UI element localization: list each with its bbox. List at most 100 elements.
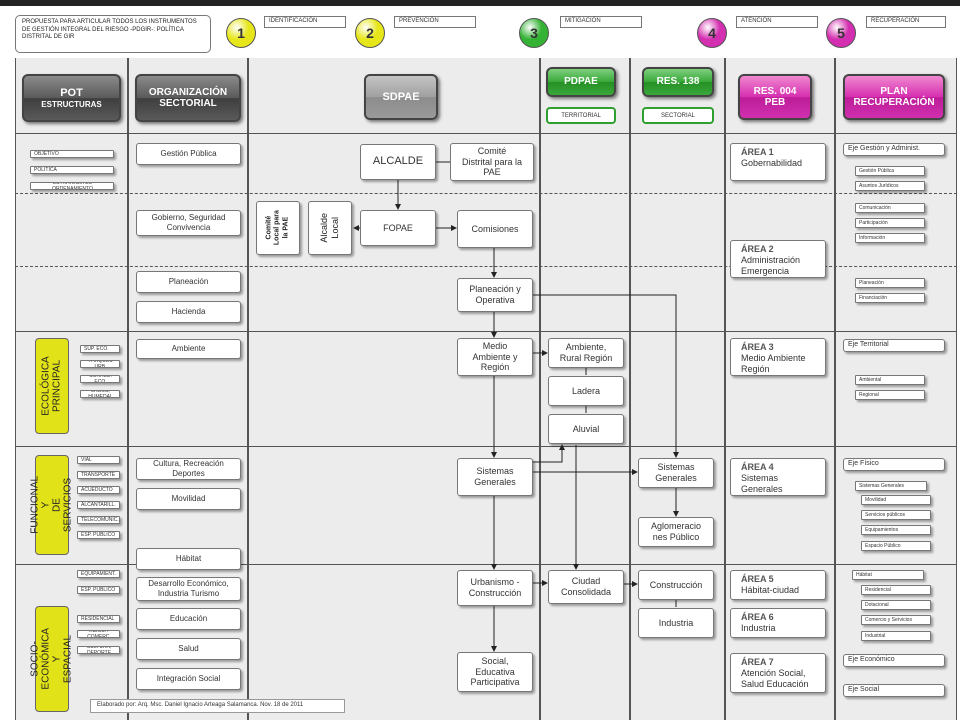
plan-fisico-item: Sistemas Generales [855,481,927,491]
org-box: Movilidad [136,488,241,510]
res138-construccion: Construcción [638,570,714,600]
pot-item: LAGOS, HUMEDAL [80,390,120,398]
pot-item: ESP. PÚBLICO [77,586,120,594]
proposal-note: PROPUESTA PARA ARTICULAR TODOS LOS INSTR… [15,15,211,53]
org-box: Salud [136,638,241,660]
phase-4-label: ATENCIÓN [736,16,818,28]
pot-item: TELECOMUNIC. [77,516,120,524]
area-text: Medio Ambiente Región [741,352,806,374]
phase-5-circle: 5 [826,18,856,48]
plan-gestion-item: Asuntos Jurídicos [855,181,925,191]
row-divider [15,564,957,565]
area-text: Gobernabilidad [741,157,803,168]
pot-item: VIAL [77,456,120,464]
sdpae-fopae: FOPAE [360,210,436,246]
org-box: Integración Social [136,668,241,690]
area-number: ÁREA 5 [741,574,774,584]
plan-fisico-item: Movilidad [861,495,931,505]
header-pot: POT ESTRUCTURAS [22,74,121,122]
phase-2-circle: 2 [355,18,385,48]
header-pdpae-sub: TERRITORIAL [546,107,616,124]
org-box: Hacienda [136,301,241,323]
pdpae-aluvial: Aluvial [548,414,624,444]
structure-socioeconomica-label: SOCIO- ECONÓMICA Y ESPACIAL [30,627,74,690]
org-box: Gobierno, Seguridad Convivencia [136,210,241,236]
sdpae-social: Social, Educativa Participativa [457,652,533,692]
area-text: Atención Social, Salud Educación [741,667,809,689]
phase-2-label: PREVENCIÓN [394,16,476,28]
plan-fisico-item: Dotacional [861,600,931,610]
org-box: Gestión Pública [136,143,241,165]
structure-socioeconomica: SOCIO- ECONÓMICA Y ESPACIAL [30,606,74,712]
area-number: ÁREA 3 [741,342,774,352]
sdpae-comisiones: Comisiones [457,210,533,248]
plan-gestion-item: Planeación [855,278,925,288]
pot-item: PARQUES URB. [80,360,120,368]
structure-ecologica: ECOLÓGICA PRINCIPAL [35,338,69,434]
res138-aglomeraciones: Aglomeracio nes Público [638,517,714,547]
sdpae-comite-local: Comité Local para la PAE [256,201,300,255]
pot-item: ESTRATEGIA DE ORDENAMIENTO [30,182,114,190]
header-plan-line2: RECUPERACIÓN [853,97,935,108]
structure-funcional-label: FUNCIONAL Y DE SERVICIOS [30,475,75,534]
plan-eje-territorial: Eje Territorial [843,339,945,352]
area-text: Hábitat-ciudad [741,584,800,595]
plan-gestion-item: Comunicación [855,203,925,213]
res138-sistemas: Sistemas Generales [638,458,714,488]
header-pot-subtitle: ESTRUCTURAS [41,99,102,109]
header-res004-line2: PEB [764,97,786,108]
sdpae-planeacion: Planeación y Operativa [457,278,533,312]
pot-item: OBJETIVO [30,150,114,158]
sdpae-medio-ambiente: Medio Ambiente y Región [457,338,533,376]
pot-item: EQUIPAMIENT. [77,570,120,578]
sdpae-urbanismo: Urbanismo - Construcción [457,570,533,606]
area-number: ÁREA 6 [741,612,774,622]
header-sdpae: SDPAE [364,74,438,120]
phase-1-label: IDENTIFICACIÓN [264,16,346,28]
header-org-line2: SECTORIAL [159,98,217,109]
row-divider [15,331,957,332]
plan-fisico-item: Hábitat [852,570,924,580]
pot-item: CULTURA, DEPORTE [77,646,120,654]
plan-eje-gestion: Eje Gestión y Administ. [843,143,945,156]
phase-5-label: RECUPERACIÓN [866,16,946,28]
header-plan: PLAN RECUPERACIÓN [843,74,945,120]
header-org: ORGANIZACIÓN SECTORIAL [135,74,241,122]
pot-item: RESIDENCIAL [77,615,120,623]
sdpae-comite-local-label: Comité Local para la PAE [265,210,290,246]
top-bar [0,0,960,6]
area-number: ÁREA 7 [741,657,774,667]
pot-item: INDUS. / COMERC. [77,630,120,638]
pot-item: ESP. PÚBLICO [77,531,120,539]
area-number: ÁREA 1 [741,147,774,157]
pot-item: SUP. ECO. [80,345,120,353]
area-text: Administración Emergencia [741,254,801,276]
plan-territorial-item: Ambiental [855,375,925,385]
plan-gestion-item: Gestión Pública [855,166,925,176]
header-org-line1: ORGANIZACIÓN [148,86,228,98]
header-res004: RES. 004 PEB [738,74,812,120]
header-res004-line1: RES. 004 [753,85,797,97]
plan-fisico-item: Equipamientos [861,525,931,535]
sdpae-alcalde-local: Alcalde Local [308,201,352,255]
row-divider [15,133,957,134]
res138-industria: Industria [638,608,714,638]
pot-item: TRANSPORTE [77,471,120,479]
plan-fisico-item: Industrial [861,631,931,641]
plan-fisico-item: Servicios públicos [861,510,931,520]
sdpae-alcalde: ALCALDE [360,144,436,180]
phase-1-circle: 1 [226,18,256,48]
plan-eje-social: Eje Social [843,684,945,697]
area-text: Sistemas Generales [741,472,783,494]
phase-3-circle: 3 [519,18,549,48]
structure-ecologica-label: ECOLÓGICA PRINCIPAL [41,356,63,416]
plan-eje-fisico: Eje Físico [843,458,945,471]
header-res138-sub: SECTORIAL [642,107,714,124]
structure-funcional: FUNCIONAL Y DE SERVICIOS [30,455,74,555]
pot-item: CORRED. ECO. [80,375,120,383]
